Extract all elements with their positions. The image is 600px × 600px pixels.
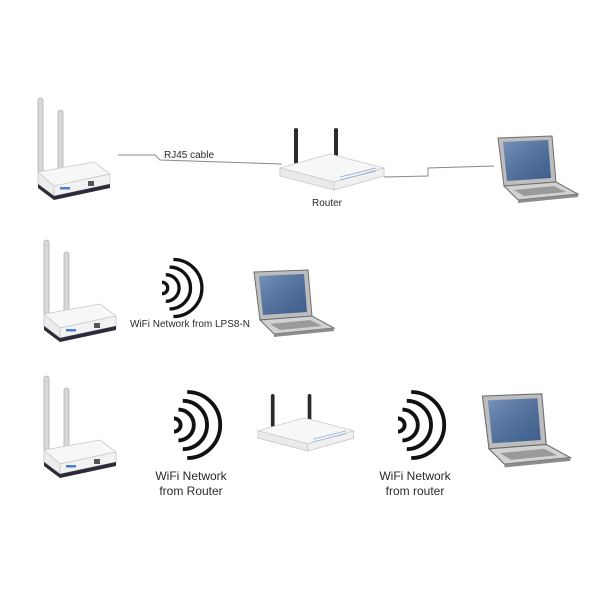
row3-wifi-signal-icon-1 [172, 390, 223, 460]
wifi-from-router-label-2: WiFi Network from router [370, 469, 460, 499]
row2-laptop-icon [253, 269, 335, 338]
wifi-from-router-line1: WiFi Network [155, 469, 227, 483]
row3-gateway-icon [43, 375, 117, 479]
row3-wifi-signal-icon-2 [396, 390, 447, 460]
wifi-from-router2-line2: from router [385, 484, 445, 498]
row1-gateway-icon [37, 97, 111, 201]
row1-laptop-icon [497, 135, 579, 204]
row2-wifi-signal-icon [160, 257, 204, 319]
row1-router-icon [279, 127, 385, 191]
row3-laptop-icon [481, 393, 571, 469]
rj45-cable-label: RJ45 cable [164, 150, 215, 161]
row2-gateway-icon [43, 239, 117, 343]
router-laptop-line [383, 165, 495, 178]
wifi-from-router-label: WiFi Network from Router [146, 469, 236, 499]
rj45-cable-line [118, 154, 283, 165]
wifi-from-lps8n-label: WiFi Network from LPS8-N [130, 319, 251, 330]
wifi-from-router-line2: from Router [159, 484, 223, 498]
router-label: Router [312, 198, 343, 209]
row3-router-icon [257, 393, 355, 452]
wifi-from-router2-line1: WiFi Network [379, 469, 451, 483]
